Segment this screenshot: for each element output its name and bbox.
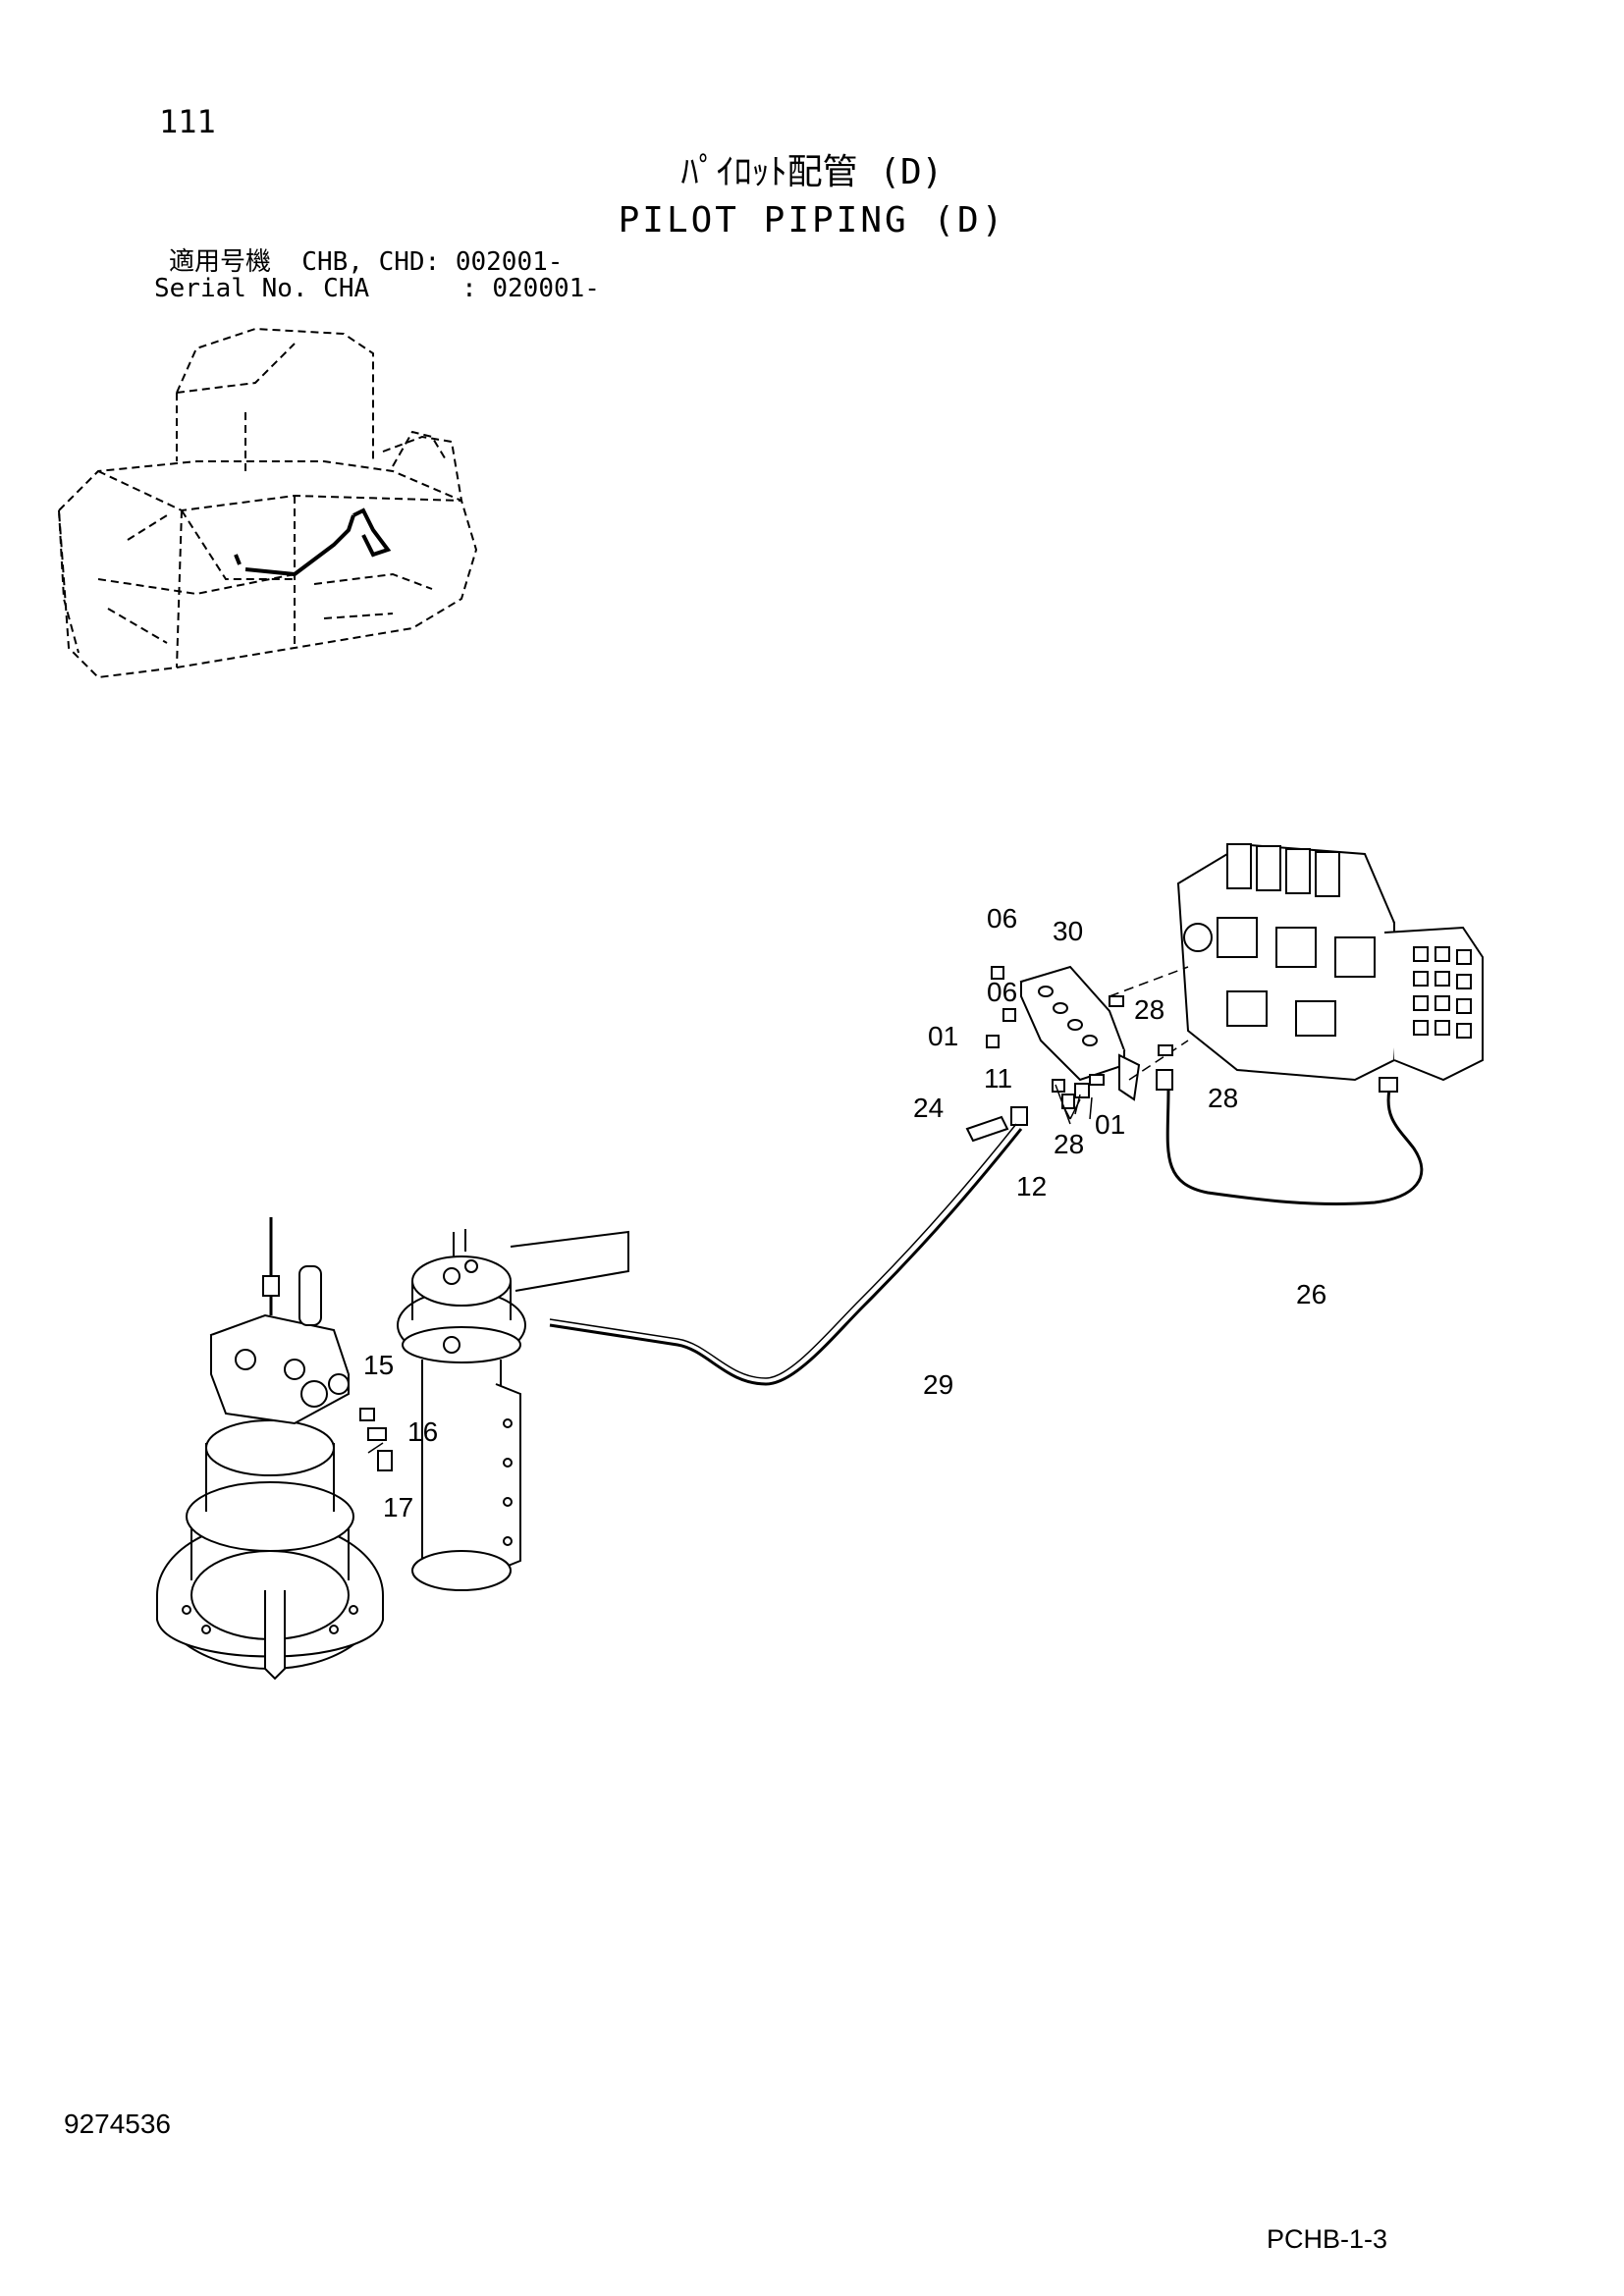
serial-applicability-line-2: Serial No. CHA : 020001- xyxy=(154,274,600,303)
callout-30: 30 xyxy=(1053,916,1083,946)
callout-06-lower: 06 xyxy=(987,977,1017,1007)
pilot-manifold-block xyxy=(1019,965,1141,1101)
callout-28-lower: 28 xyxy=(1054,1129,1084,1159)
machine-overview-icon xyxy=(57,327,478,679)
page-title: PILOT PIPING (D) xyxy=(618,200,1006,240)
callout-01-left: 01 xyxy=(928,1021,958,1051)
leader-lines xyxy=(367,1084,1093,1454)
control-valve xyxy=(1176,842,1484,1082)
callout-15: 15 xyxy=(363,1350,394,1380)
page-title-japanese: ﾊﾟｲﾛｯﾄ配管 (D) xyxy=(680,152,944,192)
callout-24: 24 xyxy=(913,1093,944,1123)
fittings xyxy=(986,966,1173,1109)
swing-motor-fittings xyxy=(359,1408,393,1471)
adapter-fitting xyxy=(965,1106,1028,1143)
callout-labels: 06 30 06 28 01 11 28 24 01 28 12 26 29 1… xyxy=(363,903,1326,1522)
center-joint xyxy=(397,1229,629,1591)
pilot-line-highlight xyxy=(234,507,392,577)
pilot-hose-29 xyxy=(549,1123,1023,1386)
callout-16: 16 xyxy=(407,1416,438,1447)
callout-17: 17 xyxy=(383,1492,413,1522)
manifold-to-valve-dashed-lines xyxy=(1109,966,1189,1081)
page-code: PCHB-1-3 xyxy=(1267,2224,1388,2254)
callout-01-right: 01 xyxy=(1095,1109,1125,1140)
callout-28-upper: 28 xyxy=(1134,994,1164,1025)
page-number: 111 xyxy=(159,103,216,140)
callout-28-right: 28 xyxy=(1208,1083,1238,1113)
callout-06-upper: 06 xyxy=(987,903,1017,934)
pilot-hose-26 xyxy=(1156,1069,1424,1206)
callout-11: 11 xyxy=(984,1063,1012,1094)
callout-29: 29 xyxy=(923,1369,953,1400)
swing-motor xyxy=(156,1217,384,1681)
callout-26: 26 xyxy=(1296,1279,1326,1309)
diagram-number: 9274536 xyxy=(64,2109,172,2139)
serial-applicability-line-1: 適用号機 CHB, CHD: 002001- xyxy=(169,247,564,277)
callout-12: 12 xyxy=(1016,1171,1047,1201)
